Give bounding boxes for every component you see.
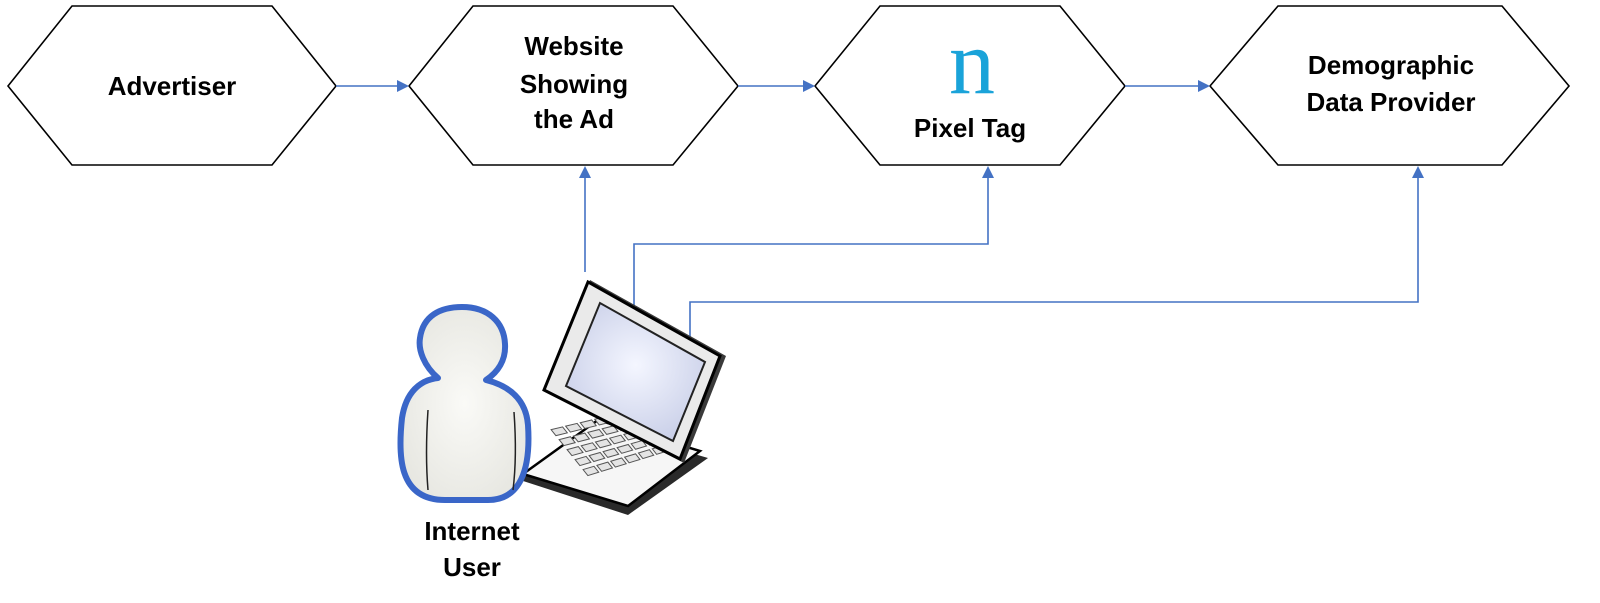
person-shape (397, 304, 532, 503)
keyboard-key (572, 432, 591, 443)
keyboard-key (558, 436, 577, 447)
node-internet-user: Internet User (424, 516, 520, 582)
keyboard-key (616, 443, 634, 454)
edge-user-to-data-provider (689, 166, 1424, 345)
person-icon (397, 304, 532, 503)
node-label: Pixel Tag (914, 113, 1026, 143)
keyboard-key (588, 451, 606, 463)
keyboard-key (609, 457, 628, 468)
node-label-line-1: Website (524, 31, 623, 61)
keyboard-key (582, 465, 600, 477)
keyboard-key (579, 419, 598, 430)
keyboard-key (608, 434, 627, 445)
keyboard-key (630, 439, 648, 450)
node-pixel-tag: n Pixel Tag (813, 5, 1127, 166)
node-label-line-1: Demographic (1308, 50, 1474, 80)
keyboard-key (637, 449, 655, 460)
node-label-line-2: Data Provider (1306, 87, 1475, 117)
user-label-line-2: User (443, 552, 501, 582)
node-label-line-2: Showing (520, 69, 628, 99)
laptop-screen (564, 301, 707, 443)
node-advertiser: Advertiser (6, 5, 338, 166)
laptop-icon (520, 279, 726, 515)
node-data-provider: Demographic Data Provider (1208, 5, 1571, 166)
keyboard-key (574, 455, 592, 467)
user-label-line-1: Internet (424, 516, 520, 546)
person-arm-line-left (425, 409, 429, 491)
node-website: Website Showing the Ad (407, 5, 740, 166)
hexagon-shape (1208, 5, 1571, 166)
keyboard-key (580, 442, 598, 453)
keyboard-key (586, 428, 605, 439)
edge-user-to-pixel-tag (633, 166, 994, 318)
node-label: Advertiser (108, 71, 237, 101)
nielsen-n-logo-icon: n (949, 11, 995, 113)
keyboard-key (596, 461, 614, 472)
person-arm-line-right (512, 411, 517, 491)
keyboard-key (623, 453, 641, 464)
node-label-line-3: the Ad (534, 104, 614, 134)
keyboard-key (594, 438, 613, 449)
keyboard-key (601, 425, 619, 435)
keyboard-key (550, 426, 569, 437)
keyboard-key (566, 446, 584, 457)
keyboard-key (602, 447, 620, 458)
keyboard-key (564, 422, 583, 433)
